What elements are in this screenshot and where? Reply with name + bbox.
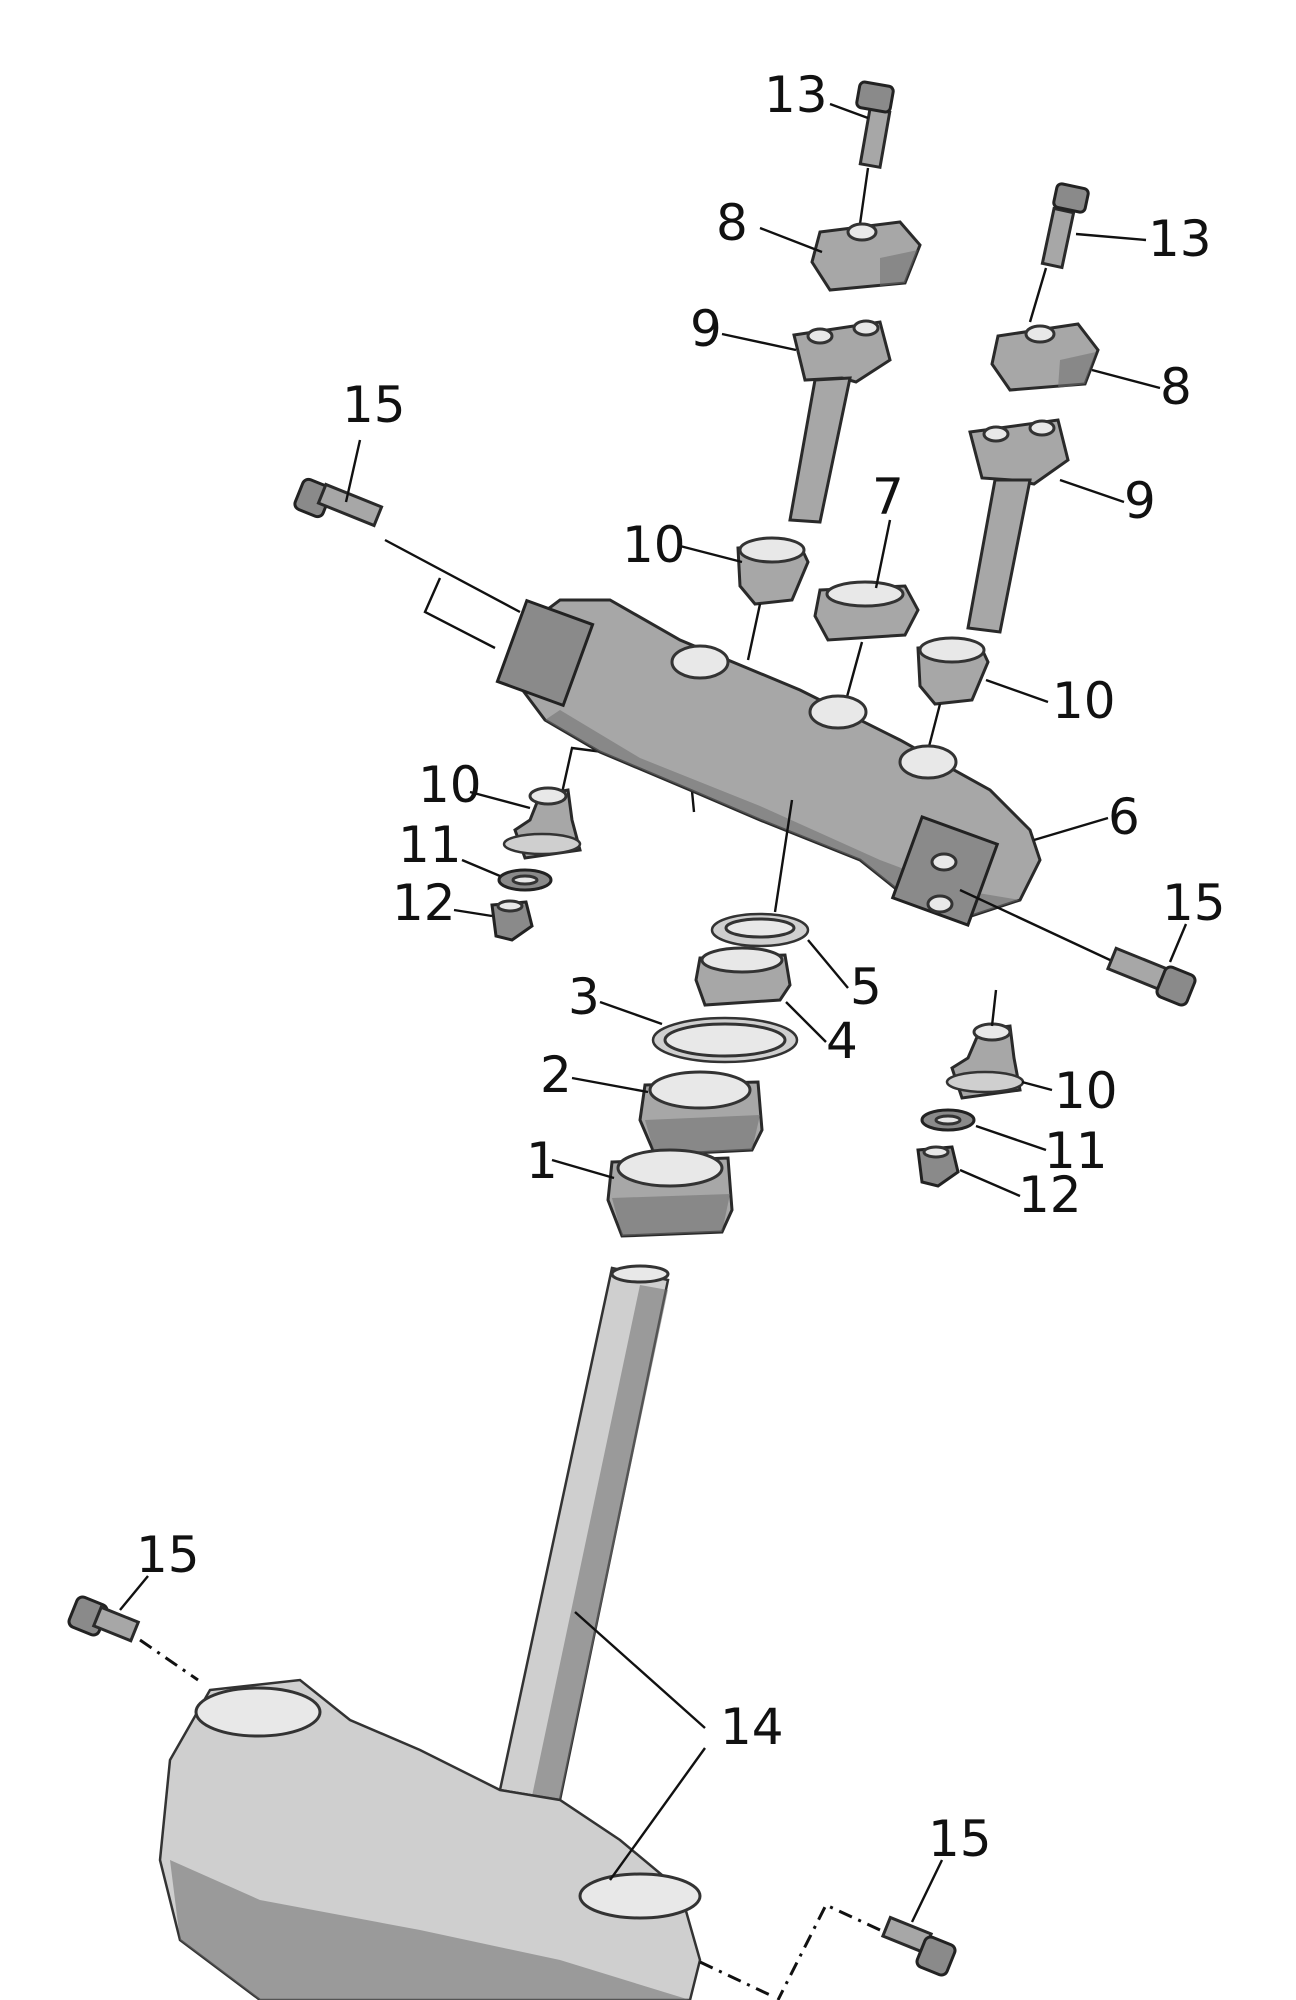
callout-15-lower-left: 15 <box>136 1526 200 1584</box>
part-11-washer-left <box>497 868 553 892</box>
part-15-bolt-upper-left <box>293 477 521 614</box>
callout-9-upper: 9 <box>690 300 722 358</box>
part-15-bolt-mid-right <box>959 888 1197 1007</box>
part-8-clamp-right <box>990 322 1100 392</box>
part-10-damper-d <box>945 989 1025 1100</box>
callout-13-upper: 13 <box>764 66 828 124</box>
callout-10-upper-right: 10 <box>1052 672 1116 730</box>
part-15-bolt-lower-right <box>699 1903 957 2000</box>
part-2-bearing <box>638 1070 764 1157</box>
callout-11-left: 11 <box>398 816 462 874</box>
callout-11-right: 11 <box>1044 1122 1108 1180</box>
callout-8-right: 8 <box>1160 358 1192 416</box>
callout-1: 1 <box>526 1132 558 1190</box>
part-13-bolt-right <box>1028 182 1090 323</box>
callout-12-right: 12 <box>1018 1166 1082 1224</box>
part-10-damper-b <box>916 636 990 763</box>
callout-10-upper-left: 10 <box>622 516 686 574</box>
part-15-bolt-lower-left <box>67 1595 199 1682</box>
callout-2: 2 <box>540 1046 572 1104</box>
part-14-lower-crown <box>158 1264 706 2000</box>
part-10-damper-c <box>502 786 582 860</box>
part-5-ring <box>710 799 810 948</box>
part-1-bearing <box>606 1148 734 1238</box>
callout-14: 14 <box>720 1698 784 1756</box>
callout-10-lower-right: 10 <box>1054 1062 1118 1120</box>
callout-8-upper: 8 <box>716 194 748 252</box>
part-8-clamp-upper <box>810 220 922 292</box>
callout-9-right: 9 <box>1124 472 1156 530</box>
callout-13-right: 13 <box>1148 210 1212 268</box>
part-13-bolt-upper <box>855 80 895 225</box>
callout-3: 3 <box>568 968 600 1026</box>
callout-6: 6 <box>1108 788 1140 846</box>
part-3-seal <box>651 1016 799 1064</box>
callout-10-mid-left: 10 <box>418 756 482 814</box>
part-11-washer-right <box>920 1108 976 1132</box>
callout-12-left: 12 <box>392 874 456 932</box>
callout-leaders <box>119 102 1188 1923</box>
part-4-nut <box>694 946 792 1007</box>
part-9-riser-right <box>966 418 1070 634</box>
part-9-riser-left <box>788 319 892 524</box>
part-12-nut-right <box>916 1145 960 1188</box>
part-6-upper-crown <box>495 598 1042 928</box>
part-12-nut-left <box>490 899 534 942</box>
callout-5: 5 <box>850 958 882 1016</box>
callout-4: 4 <box>826 1012 858 1070</box>
callout-15-lower-right: 15 <box>928 1810 992 1868</box>
callout-15-mid-right: 15 <box>1162 874 1226 932</box>
callout-labels: 13 8 9 13 8 9 15 7 10 10 6 10 11 12 15 5… <box>136 66 1226 1868</box>
callout-7: 7 <box>872 468 904 526</box>
part-10-damper-a <box>736 536 810 661</box>
callout-15-upper-left: 15 <box>342 376 406 434</box>
